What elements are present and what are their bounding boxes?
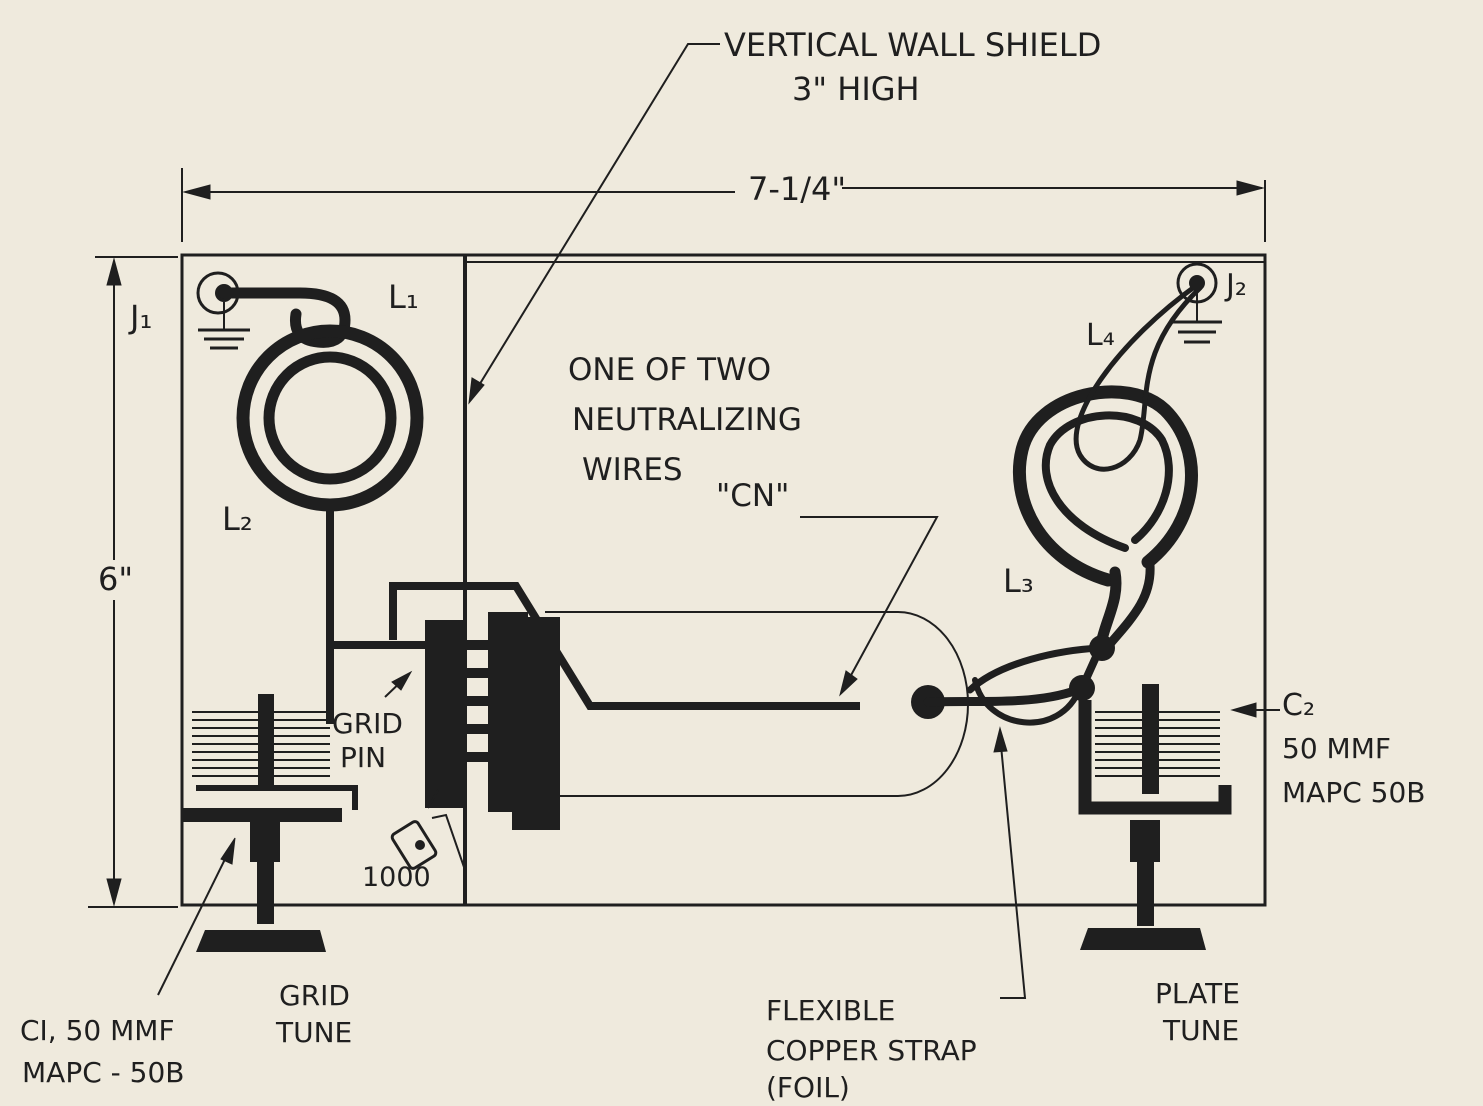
resistor-1000	[390, 789, 466, 871]
j2-label: J₂	[1224, 268, 1247, 303]
height-dimension	[88, 256, 178, 908]
j2-jack-center	[1189, 275, 1205, 291]
plate-tune-label-line1: PLATE	[1155, 977, 1240, 1010]
cn-leader-arrow	[839, 670, 858, 697]
c2-frame	[1078, 700, 1232, 815]
strap-joint-upper	[1089, 635, 1115, 661]
l2-grid-coil	[236, 324, 424, 512]
c2-leader-arrow	[1230, 702, 1257, 718]
l3-plate-coil-inner	[1041, 411, 1173, 552]
shield-label-line2: 3" HIGH	[792, 70, 920, 108]
shield-leader	[468, 43, 720, 405]
socket-pin-5	[466, 752, 492, 762]
socket-pin-3	[466, 696, 492, 706]
plate-strap-upper	[966, 644, 1104, 694]
strap-label-line1: FLEXIBLE	[766, 994, 895, 1027]
j1-label: J₁	[128, 298, 152, 336]
flexible-copper-strap	[923, 683, 1087, 707]
neutralizing-cn-label: "CN"	[716, 478, 789, 514]
c1-leader-line	[157, 844, 233, 996]
l4-link-coil-a	[1073, 282, 1203, 472]
tube-socket	[425, 612, 560, 830]
grid-pin-arrow	[384, 670, 413, 698]
grid-wiring	[326, 501, 436, 724]
plate-tune-label-line2: TUNE	[1162, 1014, 1239, 1047]
strap-label-line3: (FOIL)	[766, 1071, 850, 1101]
c1-mount-bar	[182, 808, 342, 822]
resistor-terminal	[415, 840, 425, 850]
c2-center-post	[1142, 684, 1159, 794]
shield-leader-line	[469, 43, 720, 401]
c1-frame	[196, 785, 358, 810]
socket-pin-1	[466, 640, 492, 650]
width-arrow-right	[1236, 180, 1265, 196]
strap-leader-arrow	[993, 726, 1008, 753]
c1-shaft-collar	[250, 822, 280, 862]
l2-coil-inner	[263, 351, 397, 485]
height-arrow-top	[106, 257, 122, 286]
c2-tuning-knob	[1080, 928, 1206, 950]
width-arrow-left	[182, 184, 211, 200]
c1-label-line1: CI, 50 MMF	[20, 1014, 175, 1047]
l3-label: L₃	[1003, 562, 1034, 600]
c2-label-line3: MAPC 50B	[1282, 776, 1426, 809]
grid-tune-label-line1: GRID	[279, 979, 350, 1012]
c1-leader	[157, 837, 236, 996]
c1-shaft	[257, 862, 274, 924]
c1-tuning-knob	[196, 930, 326, 952]
grid-pin-label-line1: GRID	[332, 707, 403, 740]
resistor-lead-top	[427, 789, 439, 809]
neutralizing-label-line3: WIRES	[582, 452, 683, 488]
c2-shaft	[1137, 862, 1154, 926]
plate-strap-loop	[972, 677, 1083, 726]
shield-label-line1: VERTICAL WALL SHIELD	[724, 26, 1101, 64]
socket-plate-left	[425, 620, 467, 808]
strap-leader	[993, 726, 1027, 999]
c1-center-post	[258, 694, 274, 790]
strap-label-line2: COPPER STRAP	[766, 1034, 977, 1067]
c1-grid-capacitor	[182, 694, 358, 952]
cn-leader-line	[800, 516, 939, 691]
strap-joint-lower	[1069, 675, 1095, 701]
c1-leader-arrow	[220, 837, 236, 865]
shield-leader-arrow	[468, 377, 485, 405]
resistor-body	[390, 820, 438, 870]
c2-shaft-collar	[1130, 820, 1160, 862]
socket-pin-2	[466, 668, 492, 678]
cn-leader	[800, 516, 939, 697]
j2-connector	[1172, 262, 1222, 344]
grid-pin-label-line2: PIN	[340, 741, 386, 774]
resistor-lead	[431, 813, 466, 871]
neutralizing-wire-cn	[389, 582, 860, 710]
width-dimension	[181, 168, 1266, 242]
c2-label-line1: C₂	[1282, 688, 1315, 723]
l4-label: L₄	[1086, 318, 1115, 353]
c2-plate-capacitor	[1078, 684, 1232, 950]
j1-connector	[196, 271, 250, 350]
c2-label-line2: 50 MMF	[1282, 732, 1391, 765]
height-arrow-bottom	[106, 878, 122, 907]
width-dimension-label: 7-1/4"	[748, 170, 846, 208]
l3-plate-coil-outer	[1012, 385, 1198, 587]
resistor-label: 1000	[362, 862, 431, 893]
grid-tune-label-line2: TUNE	[275, 1016, 352, 1049]
l2-label: L₂	[222, 500, 253, 538]
tube-base	[512, 617, 560, 830]
neutralizing-label-line2: NEUTRALIZING	[572, 402, 802, 438]
socket-pin-4	[466, 724, 492, 734]
l1-label: L₁	[388, 278, 419, 316]
neutralizing-label-line1: ONE OF TWO	[568, 352, 771, 388]
strap-leader-line	[999, 734, 1027, 999]
c1-label-line2: MAPC - 50B	[22, 1056, 185, 1089]
c2-leader	[1230, 702, 1280, 718]
chassis-outline	[180, 253, 1267, 907]
grid-pin-arrow-head	[391, 670, 413, 691]
height-dimension-label: 6"	[98, 560, 133, 598]
